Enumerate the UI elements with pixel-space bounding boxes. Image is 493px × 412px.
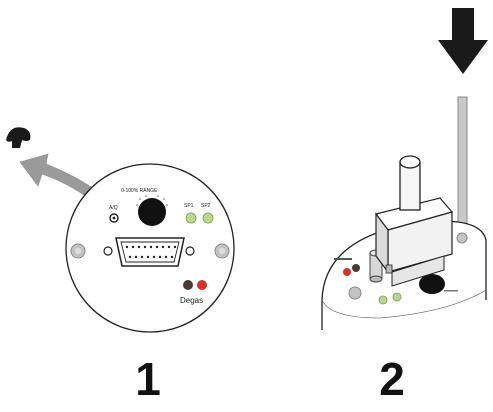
down-arrow-icon — [438, 8, 488, 74]
degas-led-dark — [183, 280, 193, 290]
step-1-number: 1 — [135, 353, 161, 405]
screw-left-2 — [348, 286, 362, 300]
degas-label: Degas — [180, 296, 203, 305]
led-green-2b — [392, 292, 402, 302]
screw-right-2 — [456, 232, 468, 244]
panel-1: A/Q 0-100% RANGE SP1 SP2 — [6, 127, 235, 333]
range-knob-2 — [419, 274, 445, 294]
range-label: 0-100% RANGE — [121, 188, 158, 194]
led-green-2a — [378, 295, 388, 305]
range-knob — [138, 198, 166, 226]
led-red-2 — [343, 268, 351, 276]
cable — [399, 155, 421, 211]
degas-led-red — [197, 280, 207, 290]
plug-connector — [374, 197, 454, 287]
sp2-label: SP2 — [201, 203, 211, 209]
step-2-number: 2 — [379, 353, 405, 405]
cap-icon — [6, 127, 31, 148]
panel-2 — [321, 8, 488, 330]
led-dark-2 — [352, 264, 360, 272]
sp2-led — [202, 212, 214, 224]
dsub-connector — [103, 237, 195, 267]
sp1-label: SP1 — [184, 203, 194, 209]
sp1-led — [185, 212, 197, 224]
aq-label: A/Q — [109, 205, 118, 211]
